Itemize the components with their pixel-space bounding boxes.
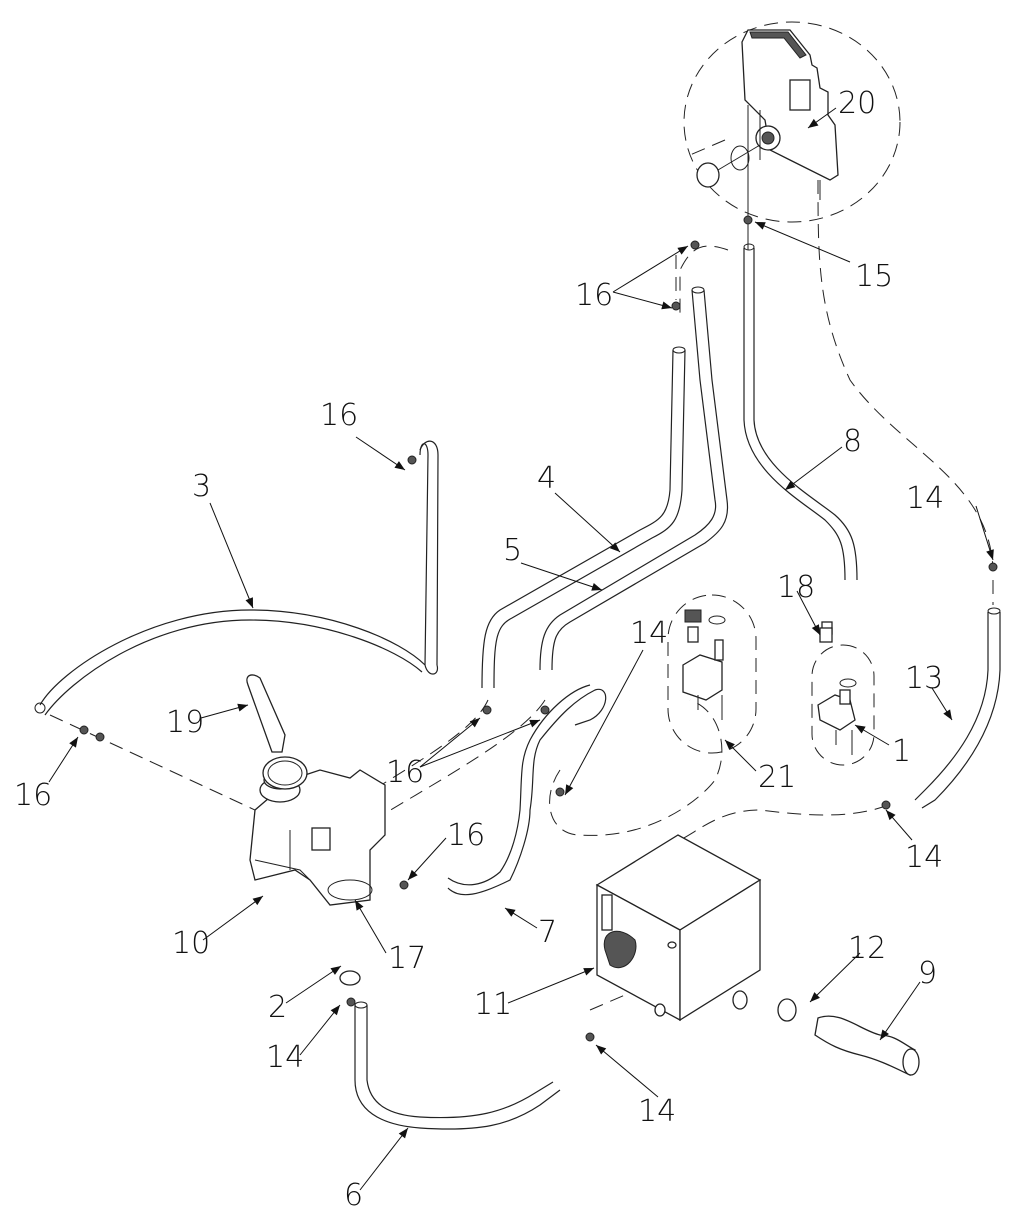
callout-labels: 20 15 16 16 3 4 5 8 14 18 13 1 21 19 14 … <box>14 86 944 1213</box>
callout-13: 13 <box>905 661 943 696</box>
routing-line <box>689 139 726 156</box>
callout-14-right: 14 <box>905 840 943 875</box>
routing-line <box>549 699 723 836</box>
routing-line <box>679 245 729 320</box>
callout-16-left: 16 <box>14 778 52 813</box>
callout-9: 9 <box>918 956 937 991</box>
hose-5 <box>539 286 729 671</box>
callout-20: 20 <box>838 86 876 121</box>
hose-6 <box>354 1001 561 1130</box>
routing-line <box>329 699 489 821</box>
callout-2: 2 <box>268 990 287 1025</box>
routing-line <box>817 179 994 571</box>
callout-6: 6 <box>344 1178 363 1213</box>
callout-14-lower-right: 14 <box>638 1094 676 1129</box>
callout-3: 3 <box>192 469 211 504</box>
clamp-icons <box>79 215 998 1042</box>
callout-12: 12 <box>848 931 886 966</box>
callout-14-hose7: 14 <box>630 616 668 651</box>
part-11-tank <box>595 834 762 1022</box>
part-21-valve <box>682 609 726 720</box>
callout-18: 18 <box>777 570 815 605</box>
callout-7: 7 <box>538 915 557 950</box>
callout-16-reservoir: 16 <box>447 818 485 853</box>
hose-3 <box>34 440 439 716</box>
hose-13 <box>914 607 1001 809</box>
callout-4: 4 <box>537 461 556 496</box>
callout-14-top-right: 14 <box>906 481 944 516</box>
callout-16-hose3: 16 <box>320 398 358 433</box>
callout-16-pair: 16 <box>386 755 424 790</box>
detail-boundary-1 <box>811 644 875 766</box>
callout-16-top: 16 <box>575 278 613 313</box>
callout-21: 21 <box>758 760 796 795</box>
callout-11: 11 <box>474 987 512 1022</box>
callout-14-lower-left: 14 <box>266 1040 304 1075</box>
callout-17: 17 <box>388 941 426 976</box>
callout-15: 15 <box>855 259 893 294</box>
part-20-dispenser <box>696 29 839 250</box>
hose-8 <box>743 243 858 581</box>
callout-1: 1 <box>892 734 911 769</box>
part-19-funnel <box>246 674 308 790</box>
hose-4 <box>481 346 686 689</box>
part-10-reservoir <box>249 769 386 906</box>
callout-19: 19 <box>166 705 204 740</box>
callout-8: 8 <box>843 424 862 459</box>
routing-line <box>679 804 889 841</box>
callout-leaders <box>48 107 994 1191</box>
hose-7 <box>447 684 607 896</box>
hose-9 <box>814 1015 920 1076</box>
callout-5: 5 <box>503 533 522 568</box>
detail-boundary-21 <box>667 594 757 754</box>
detail-boundary-20 <box>683 21 901 223</box>
callout-10: 10 <box>172 926 210 961</box>
routing-line <box>589 979 661 1011</box>
routing-line <box>49 714 256 811</box>
